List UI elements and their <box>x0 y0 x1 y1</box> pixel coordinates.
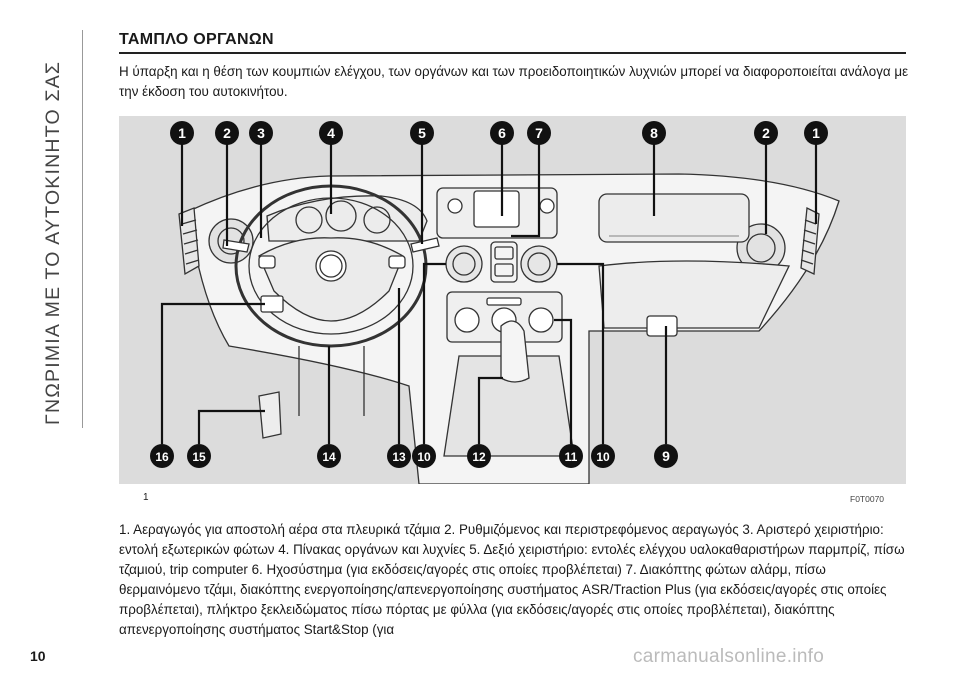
callout-1b: 1 <box>804 121 828 145</box>
dashboard-figure: 1 2 3 4 5 6 7 8 2 1 16 15 14 13 10 12 11… <box>119 116 906 484</box>
callout-5-label: 5 <box>418 125 426 141</box>
radio-display <box>473 190 520 228</box>
glove-box <box>598 260 790 329</box>
center-vent-left <box>445 245 483 283</box>
callout-1b-label: 1 <box>812 125 820 141</box>
callout-14-label: 14 <box>322 450 336 464</box>
page-number: 10 <box>30 648 46 664</box>
heading-rule <box>119 52 906 54</box>
callout-11: 11 <box>559 444 583 468</box>
callout-7-label: 7 <box>535 125 543 141</box>
callout-3-label: 3 <box>257 125 265 141</box>
hazard-switch-block <box>490 241 518 283</box>
callout-5: 5 <box>410 121 434 145</box>
callout-14: 14 <box>317 444 341 468</box>
leader-11 <box>554 318 573 444</box>
callout-markers: 1 2 3 4 5 6 7 8 2 1 16 15 14 13 10 12 11… <box>150 121 828 468</box>
left-side-vent <box>178 207 200 276</box>
callout-10a-label: 10 <box>417 450 431 464</box>
callout-13: 13 <box>387 444 411 468</box>
section-side-title: ΓΝΩΡΙΜΙΑ ΜΕ ΤΟ ΑΥΤΟΚΙΝΗΤΟ ΣΑΣ <box>30 30 70 430</box>
callout-13-label: 13 <box>392 450 406 464</box>
callout-12-label: 12 <box>472 450 486 464</box>
figure-code: F0T0070 <box>850 494 885 504</box>
callout-15-label: 15 <box>192 450 206 464</box>
callout-1a: 1 <box>170 121 194 145</box>
leader-12 <box>477 376 503 444</box>
callout-10a: 10 <box>412 444 436 468</box>
callout-6: 6 <box>490 121 514 145</box>
callout-4: 4 <box>319 121 343 145</box>
footer-watermark: carmanualsonline.info <box>633 646 825 667</box>
left-stalk <box>222 239 250 253</box>
callout-7: 7 <box>527 121 551 145</box>
callout-1a-label: 1 <box>178 125 186 141</box>
passenger-airbag <box>598 193 750 243</box>
callout-2b: 2 <box>754 121 778 145</box>
callout-10b: 10 <box>591 444 615 468</box>
side-title-text: ΓΝΩΡΙΜΙΑ ΜΕ ΤΟ ΑΥΤΟΚΙΝΗΤΟ ΣΑΣ <box>42 60 64 425</box>
callout-11-label: 11 <box>565 450 578 464</box>
leader-10 <box>422 262 446 444</box>
callout-4-label: 4 <box>327 125 335 141</box>
callout-16-label: 16 <box>155 450 169 464</box>
leader-10b <box>557 262 605 444</box>
page-heading: ΤΑΜΠΛΟ ΟΡΓΑΝΩΝ <box>119 31 274 48</box>
leader-15 <box>197 409 265 444</box>
callout-2a: 2 <box>215 121 239 145</box>
figure-caption: 1. Αεραγωγός για αποστολή αέρα στα πλευρ… <box>119 522 905 637</box>
right-side-vent <box>800 206 820 275</box>
callout-6-label: 6 <box>498 125 506 141</box>
callout-9: 9 <box>654 444 678 468</box>
center-vent-right <box>520 245 558 283</box>
callout-16: 16 <box>150 444 174 468</box>
dashboard-illustration: 1 2 3 4 5 6 7 8 2 1 16 15 14 13 10 12 11… <box>150 121 840 484</box>
gear-lever <box>500 320 530 383</box>
leader-16 <box>160 302 265 444</box>
intro-paragraph: Η ύπαρξη και η θέση των κουμπιών ελέγχου… <box>119 64 909 99</box>
callout-9-label: 9 <box>662 448 670 464</box>
callout-2b-label: 2 <box>762 125 770 141</box>
right-stalk <box>410 237 440 253</box>
callout-8-label: 8 <box>650 125 658 141</box>
callout-2a-label: 2 <box>223 125 231 141</box>
side-divider <box>82 30 83 428</box>
callout-10b-label: 10 <box>596 450 610 464</box>
callout-15: 15 <box>187 444 211 468</box>
glove-box-handle <box>646 315 678 337</box>
figure-number: 1 <box>143 492 149 503</box>
callout-12: 12 <box>467 444 491 468</box>
hood-release <box>258 391 282 439</box>
leader-7 <box>511 144 541 238</box>
callout-3: 3 <box>249 121 273 145</box>
callout-8: 8 <box>642 121 666 145</box>
